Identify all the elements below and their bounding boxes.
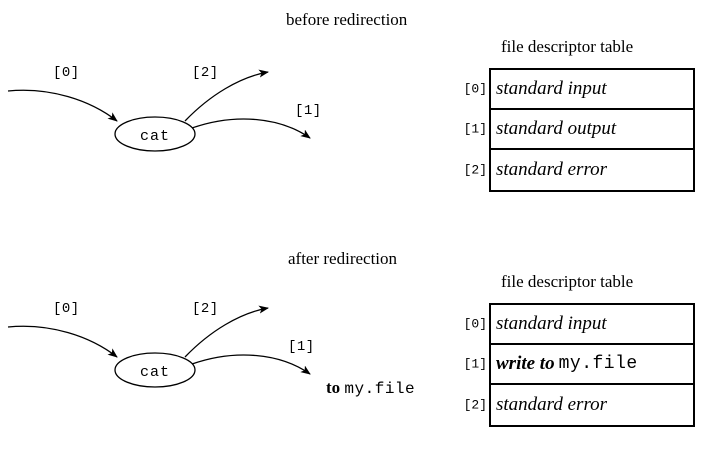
process-label: cat <box>140 128 170 145</box>
diagram-after: cat [0] [2] [1] <box>0 291 460 451</box>
redirect-filename: my.file <box>344 380 416 398</box>
fd-value: standard output <box>496 118 617 139</box>
fd-value: standard input <box>496 78 607 99</box>
process-ellipse <box>114 116 196 152</box>
diagram-after-svg: cat <box>7 305 311 388</box>
table-row: [1] write to my.file <box>464 345 693 385</box>
arrow-stdin-path <box>7 325 118 358</box>
arrow-stderr-path <box>184 305 269 358</box>
arrow-stdout-path <box>191 118 311 139</box>
table-row: [0] standard input <box>464 305 693 345</box>
fd-index: [2] <box>463 397 487 413</box>
fd-table-before: [0] standard input [1] standard output [… <box>464 68 695 192</box>
diagram-before: cat [0] [2] [1] <box>0 55 460 215</box>
arrow-label-stdout: [1] <box>288 339 315 355</box>
table-heading-after: file descriptor table <box>501 272 634 291</box>
fd-index: [0] <box>463 81 487 97</box>
table-row: [2] standard error <box>464 150 693 190</box>
fd-value: standard error <box>496 159 608 180</box>
arrow-stdout-path <box>191 354 311 375</box>
section-title-before: before redirection <box>286 10 408 29</box>
arrow-label-stderr: [2] <box>192 65 219 81</box>
table-row: [2] standard error <box>464 385 693 425</box>
diagram-before-svg: cat <box>7 69 311 152</box>
table-row: [0] standard input <box>464 70 693 110</box>
arrow-label-stderr: [2] <box>192 301 219 317</box>
section-title-after: after redirection <box>288 249 398 268</box>
table-row: [1] standard output <box>464 110 693 150</box>
arrow-label-stdin: [0] <box>53 301 80 317</box>
redirect-target-label: to my.file <box>326 378 415 399</box>
fd-index: [1] <box>463 121 487 137</box>
fd-value: standard error <box>496 394 608 415</box>
fd-table-after: [0] standard input [1] write to my.file … <box>464 303 695 427</box>
fd-index: [0] <box>463 316 487 332</box>
fd-index: [2] <box>463 162 487 178</box>
fd-index: [1] <box>463 356 487 372</box>
figure-canvas: before redirection cat [0] [2] [1] file … <box>0 10 695 427</box>
arrow-label-stdin: [0] <box>53 65 80 81</box>
arrow-stdin-path <box>7 89 118 122</box>
process-ellipse <box>114 352 196 388</box>
process-label: cat <box>140 364 170 381</box>
arrow-label-stdout: [1] <box>295 103 322 119</box>
fd-value: write to <box>496 353 555 374</box>
fd-value-filename: my.file <box>558 354 638 374</box>
table-heading-before: file descriptor table <box>501 37 634 56</box>
fd-value: standard input <box>496 313 607 334</box>
redirect-prefix: to <box>326 378 341 397</box>
arrow-stderr-path <box>184 69 269 122</box>
